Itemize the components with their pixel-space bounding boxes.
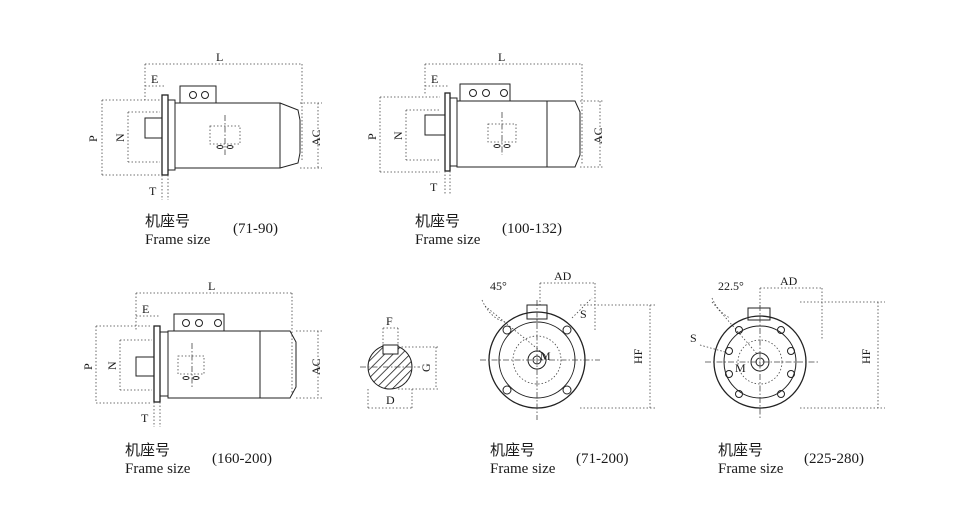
caption-71-90: 机座号 Frame size (145, 213, 210, 249)
dim-G: G (419, 363, 433, 372)
caption-160-200: 机座号 Frame size (125, 442, 190, 478)
dim-T: T (149, 184, 157, 198)
caption-zh: 机座号 (125, 443, 171, 459)
dim-AD: AD (554, 269, 572, 283)
dim-AC: AC (309, 358, 323, 375)
caption-225-280: 机座号 Frame size (718, 442, 783, 478)
caption-71-200: 机座号 Frame size (490, 442, 555, 478)
dim-S: S (690, 331, 697, 345)
angle-45: 45° (490, 279, 507, 293)
dim-F: F (386, 314, 393, 328)
flange-view-225-280: 22.5° AD S M HF (690, 274, 885, 418)
dim-AC: AC (591, 127, 605, 144)
side-view-71-90: L E P N AC (86, 50, 323, 200)
caption-en: Frame size (145, 232, 211, 248)
caption-en: Frame size (415, 232, 481, 248)
caption-en: Frame size (490, 461, 556, 477)
frame-range-225-280: (225-280) (804, 451, 864, 467)
caption-zh: 机座号 (490, 443, 536, 459)
side-view-100-132: L E P N AC T (365, 50, 605, 195)
dim-D: D (386, 393, 395, 407)
caption-zh: 机座号 (145, 214, 191, 230)
caption-en: Frame size (125, 461, 191, 477)
dim-N: N (105, 361, 119, 370)
dim-AC: AC (309, 129, 323, 146)
dim-P: P (365, 133, 379, 140)
dim-L: L (216, 50, 223, 64)
frame-range-160-200: (160-200) (212, 451, 272, 467)
dim-HF: HF (631, 348, 645, 364)
frame-range-100-132: (100-132) (502, 221, 562, 237)
angle-22-5: 22.5° (718, 279, 744, 293)
frame-range-71-90: (71-90) (233, 221, 278, 237)
dim-P: P (81, 363, 95, 370)
caption-zh: 机座号 (415, 214, 461, 230)
dim-M: M (735, 361, 746, 375)
dim-N: N (391, 131, 405, 140)
shaft-cross-section: F G D (360, 314, 440, 410)
side-view-160-200: L E P N AC T (81, 279, 324, 427)
dim-T: T (430, 180, 438, 194)
dim-L: L (498, 50, 505, 64)
flange-view-71-200: 45° AD S M HF (480, 269, 655, 420)
dim-HF: HF (859, 348, 873, 364)
dim-E: E (151, 72, 158, 86)
dim-L: L (208, 279, 215, 293)
dim-AD: AD (780, 274, 798, 288)
caption-zh: 机座号 (718, 443, 764, 459)
dim-S: S (580, 307, 587, 321)
dim-N: N (113, 133, 127, 142)
dim-T: T (141, 411, 149, 425)
dim-E: E (142, 302, 149, 316)
dim-E: E (431, 72, 438, 86)
dim-P: P (86, 135, 100, 142)
dim-M: M (540, 349, 551, 363)
caption-en: Frame size (718, 461, 784, 477)
frame-range-71-200: (71-200) (576, 451, 629, 467)
caption-100-132: 机座号 Frame size (415, 213, 480, 249)
